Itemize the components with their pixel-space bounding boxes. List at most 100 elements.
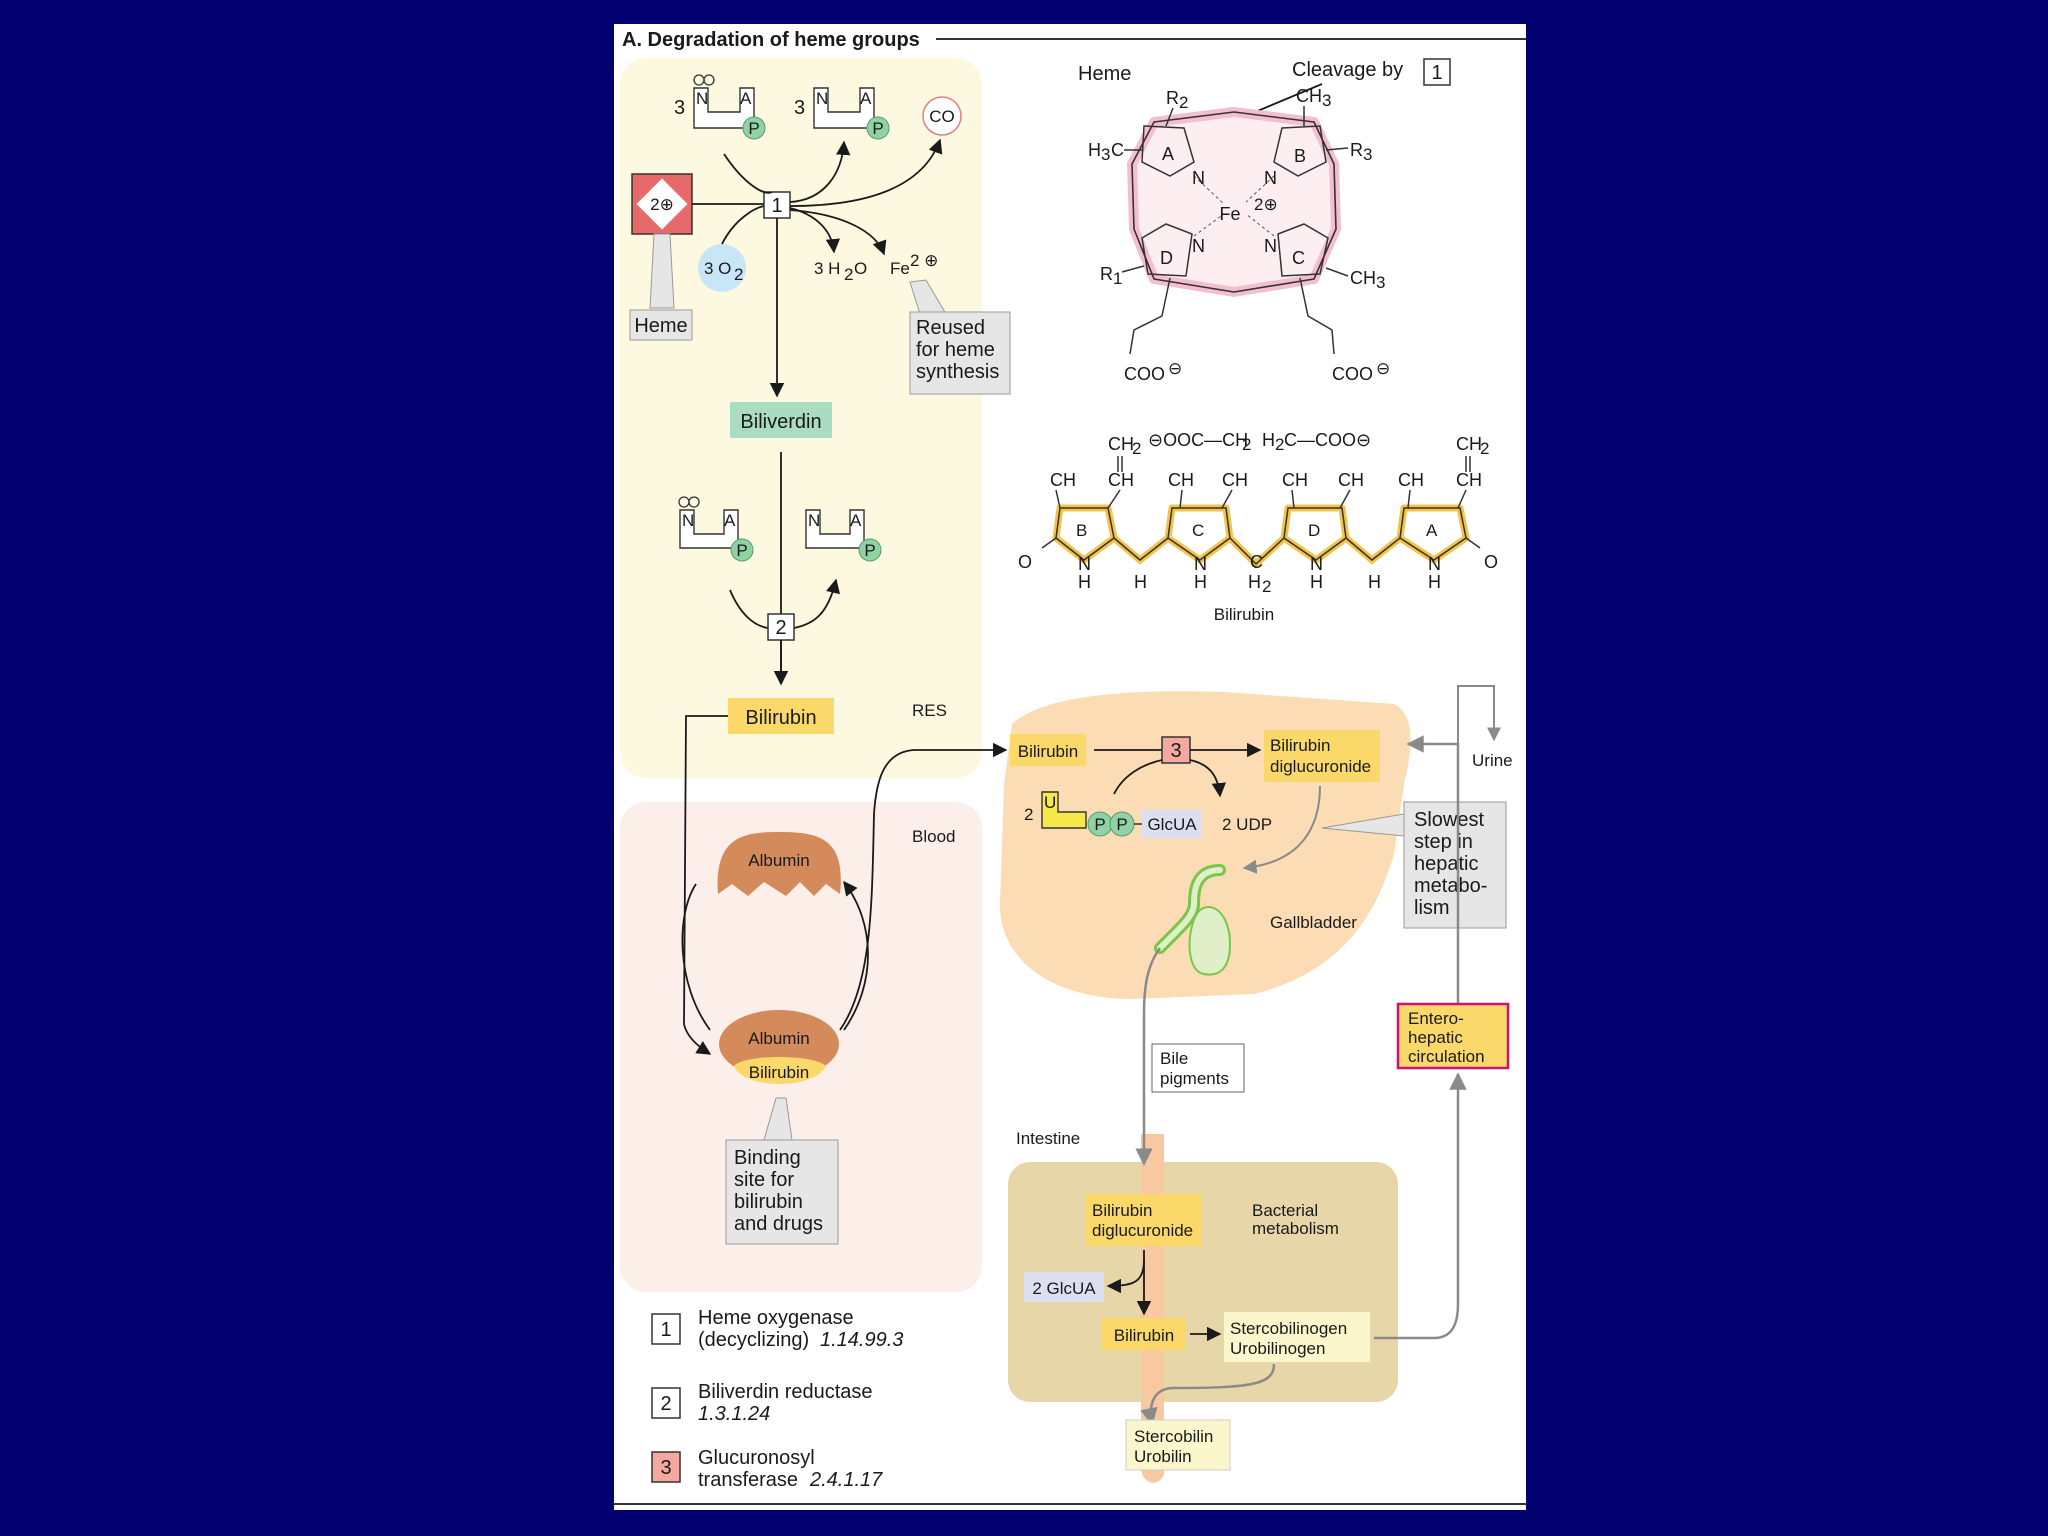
oxygen-label: 3 O: [704, 259, 731, 278]
bil-sub-2: 2: [1242, 435, 1251, 454]
porphyrin-bonds: [1131, 111, 1337, 293]
coo-right: COO: [1332, 364, 1373, 384]
legend-ec-2: 1.3.1.24: [698, 1403, 770, 1425]
bil-ch-2: CH: [1456, 470, 1482, 490]
bil-sub-bond-4: [1221, 489, 1233, 509]
water-sub: 2: [844, 265, 853, 284]
diglucuronide-box: [1264, 730, 1380, 782]
r2-label: R: [1166, 88, 1179, 108]
bil-ch3-2: CH: [1168, 470, 1194, 490]
oxygen-bubble: [698, 244, 746, 292]
bilirubin-structure: CH 2 ⊖OOC—CH 2 H 2 C—COO⊖ CH 2 CH CH CH …: [1018, 430, 1498, 624]
pyrrole-coef-2: 3: [794, 97, 805, 119]
r1-sub: 1: [1113, 269, 1122, 288]
legend-line2-1: (decyclizing): [698, 1329, 809, 1351]
binding-line-1: Binding: [734, 1147, 801, 1169]
arrow-to-pyrrole-2: [789, 140, 851, 203]
glcua-box: [1142, 810, 1202, 838]
slowest-callout: [1403, 801, 1507, 929]
heme-badge-diamond: [636, 178, 688, 230]
udp-phosphate-2-label: P: [1116, 815, 1127, 834]
pyrrole-unit-2-n: N: [816, 89, 828, 108]
liver-bilirubin-label: Bilirubin: [1018, 742, 1078, 761]
bil-h-6: H: [1428, 572, 1441, 592]
intestine-diglucuronide-line-1: Bilirubin: [1092, 1201, 1152, 1220]
reaction-heme-oxygenase: 3 N A P 3 N A P CO 2⊕ Heme 3 O 2 1 3: [629, 74, 1011, 398]
pyrrole-coef-1: 3: [674, 97, 685, 119]
intestine-diglucuronide-box: [1086, 1194, 1202, 1246]
fe-center: Fe: [1219, 204, 1240, 224]
phosphate-2-label: P: [872, 119, 883, 138]
diglucuronide-to-bile: [1242, 785, 1321, 874]
bil-ring-b: B: [1076, 521, 1087, 540]
blood-to-liver: [839, 742, 1008, 1031]
r1-label: R: [1100, 264, 1113, 284]
bil-ch3-4: CH: [1398, 470, 1424, 490]
glcua-release-arrow: [1106, 1259, 1145, 1294]
pyrrole-unit-3: [679, 509, 739, 549]
iron-label: Fe: [890, 259, 910, 278]
legend-num-1: 1: [660, 1319, 671, 1341]
enzyme-2-label: 2: [775, 617, 786, 639]
ring-b-label: B: [1294, 146, 1306, 166]
pyrrole-unit-3-a: A: [724, 511, 736, 530]
gallbladder-shape: [1188, 906, 1232, 976]
udp-out-arc: [1189, 759, 1226, 798]
pyrrole-unit-2-a: A: [860, 89, 872, 108]
binding-line-3: bilirubin: [734, 1191, 803, 1213]
intestine-bilirubin-box: [1102, 1318, 1186, 1350]
slowest-line-3: hepatic: [1414, 853, 1479, 875]
r3-sub: 3: [1363, 145, 1372, 164]
co-circle: [922, 96, 962, 136]
legend-line2-3: transferase: [698, 1469, 798, 1491]
bilirubin-res-label: Bilirubin: [745, 707, 816, 729]
pyrrole-input-arc: [723, 153, 773, 194]
bil-h-4: H: [1310, 572, 1323, 592]
coo-left-charge: ⊖: [1168, 359, 1182, 378]
ch3-right-label: CH: [1350, 268, 1376, 288]
heme-callout: [629, 309, 693, 341]
res-label: RES: [912, 701, 947, 720]
cleavage-enzyme-box: [1423, 58, 1451, 86]
intestine-glcua-label: 2 GlcUA: [1032, 1279, 1096, 1298]
bil-h-2: H: [1134, 572, 1147, 592]
phosphate-3-label: P: [736, 541, 747, 560]
reaction2-in-arc: [729, 589, 769, 629]
legend-box-2: [651, 1387, 681, 1419]
bil-carbonyl-2: [1465, 537, 1481, 549]
bil-ch2-4: CH: [1282, 470, 1308, 490]
stercobilin-line-1: Stercobilin: [1134, 1427, 1213, 1446]
h3c-h: H: [1088, 140, 1101, 160]
cleavage-enzyme-number: 1: [1431, 62, 1442, 84]
blood-label: Blood: [912, 827, 955, 846]
propionate-left: [1129, 277, 1171, 355]
ch3-right-sub: 3: [1376, 273, 1385, 292]
stercobilinogen-line-2: Urobilinogen: [1230, 1339, 1325, 1358]
enterohepatic-line-3: circulation: [1408, 1047, 1485, 1066]
udp-glcua-coef: 2: [1024, 805, 1033, 824]
bil-ch2-2: CH: [1456, 434, 1482, 454]
figure-panel: A. Degradation of heme groups Heme Cleav…: [614, 24, 1526, 1510]
bil-ch2-3: CH: [1222, 470, 1248, 490]
biliverdin-label: Biliverdin: [740, 411, 821, 433]
bil-sub-bond-8: [1457, 489, 1467, 509]
bil-carbonyl-1: [1041, 537, 1057, 549]
albumin-free-label: Albumin: [748, 851, 809, 870]
bil-h2-bridge: H: [1248, 572, 1261, 592]
legend-name-3: Glucuronosyl: [698, 1447, 815, 1469]
propionate-right: [1299, 277, 1335, 355]
pyrrole-c: [1277, 223, 1329, 277]
urine-label: Urine: [1472, 751, 1513, 770]
n-a: N: [1192, 168, 1205, 188]
h3c-sub: 3: [1101, 145, 1110, 164]
legend-num-3: 3: [660, 1457, 671, 1479]
ch3-top-sub: 3: [1322, 91, 1331, 110]
bil-ring-d: D: [1308, 521, 1320, 540]
biliverdin-box: [730, 402, 832, 438]
binding-line-4: and drugs: [734, 1213, 823, 1235]
reaction-biliverdin-reductase: N A P N A P 2: [678, 452, 882, 686]
bile-pigments-box: [1151, 1043, 1245, 1093]
binding-callout: [725, 1139, 839, 1245]
slowest-line-5: lism: [1414, 897, 1450, 919]
slowest-line-1: Slowest: [1414, 809, 1484, 831]
